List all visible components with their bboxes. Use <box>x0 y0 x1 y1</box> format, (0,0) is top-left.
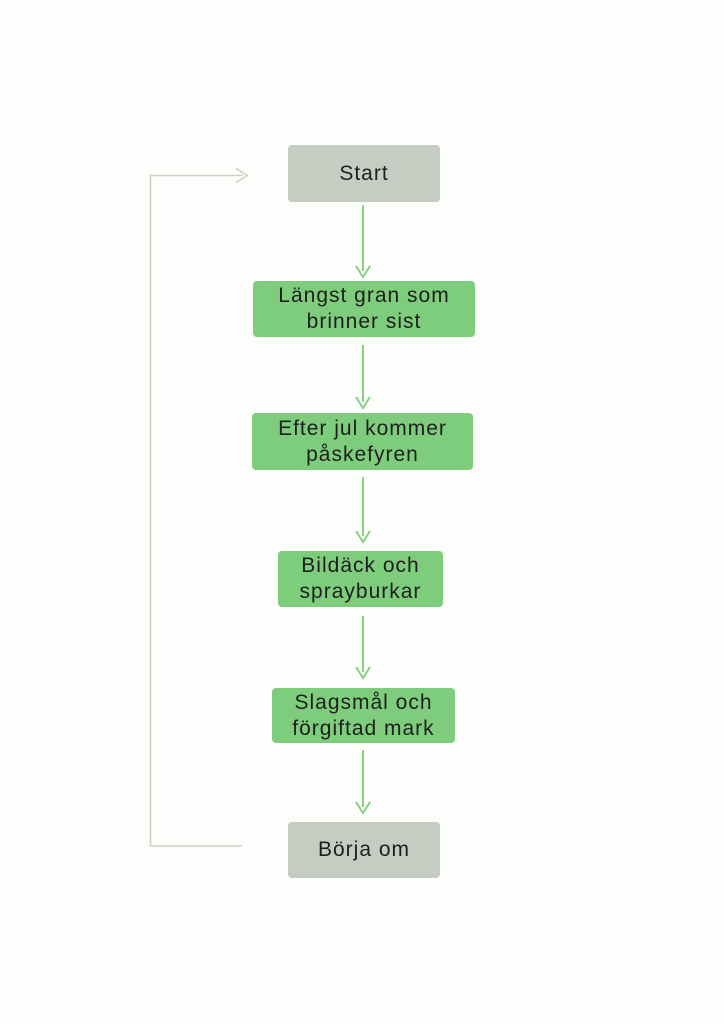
node-start: Start <box>288 145 440 202</box>
node-step-2: Efter jul kommer påskefyren <box>252 413 473 470</box>
node-step-1: Längst gran som brinner sist <box>253 281 475 337</box>
node-end-label: Börja om <box>317 838 411 861</box>
edge-step4-end-arrowhead-icon <box>355 801 371 815</box>
edge-step3-step4-arrowhead-icon <box>355 666 371 680</box>
edge-step1-step2-arrowhead-icon <box>355 396 371 410</box>
node-step-4: Slagsmål och förgiftad mark <box>272 688 455 743</box>
node-step-4-label: Slagsmål och förgiftad mark <box>292 690 435 740</box>
edge-start-step1-arrowhead-icon <box>355 265 371 279</box>
edge-loopback-line <box>149 174 243 847</box>
node-end: Börja om <box>288 822 440 878</box>
edge-step2-step3-arrowhead-icon <box>355 530 371 544</box>
node-start-label: Start <box>339 161 389 185</box>
node-step-3-label: Bildäck och sprayburkar <box>299 554 422 603</box>
node-step-1-label: Längst gran som brinner sist <box>278 284 450 333</box>
node-step-2-label: Efter jul kommer påskefyren <box>278 416 447 466</box>
edge-loopback-arrowhead-icon <box>235 167 250 184</box>
node-step-3: Bildäck och sprayburkar <box>278 551 443 607</box>
